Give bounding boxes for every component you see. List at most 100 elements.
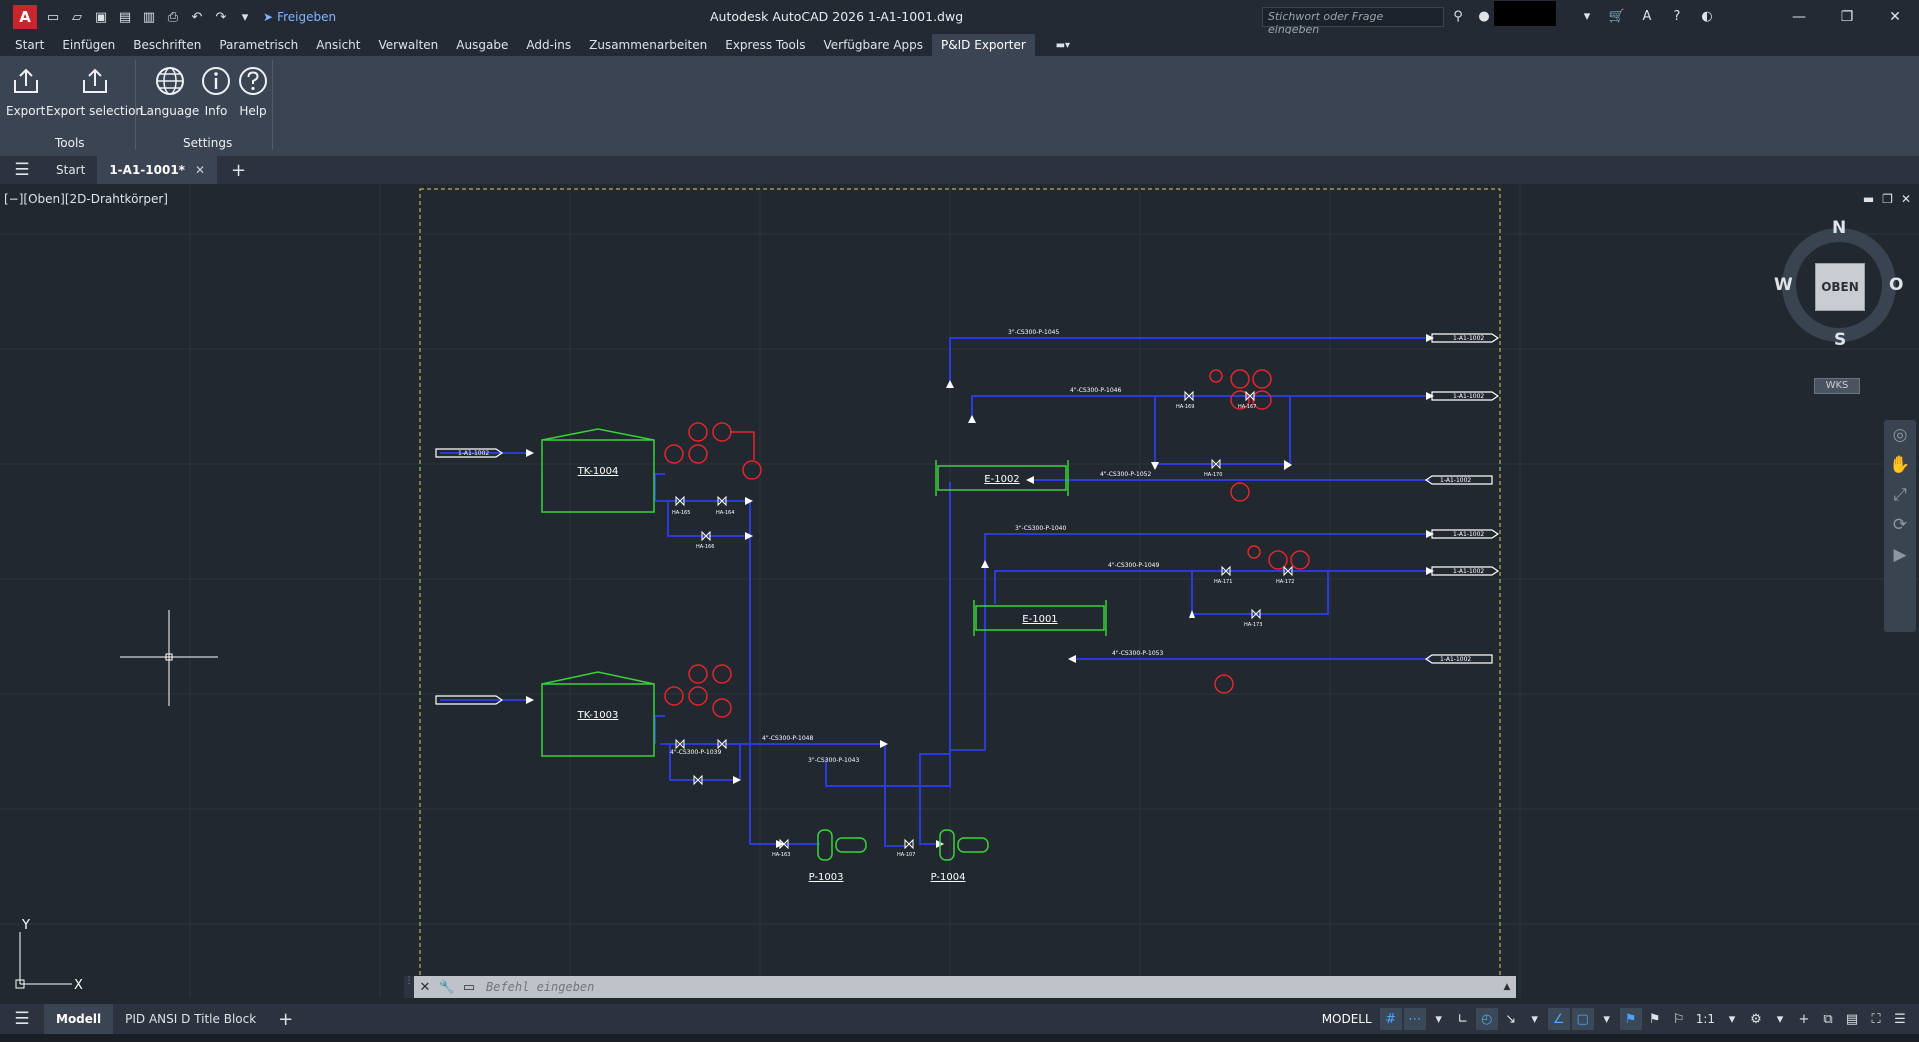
close-tab-icon[interactable]: ✕ <box>195 163 205 177</box>
restore-icon[interactable]: ❐ <box>1823 0 1871 34</box>
viewport-restore-icon[interactable]: ❐ <box>1882 192 1893 206</box>
community-icon[interactable]: ◐ <box>1696 5 1718 27</box>
user-icon[interactable]: ● <box>1474 5 1494 27</box>
new-file-icon[interactable]: ▭ <box>43 7 63 27</box>
export-label: Export <box>6 104 45 118</box>
share-button[interactable]: ➤ Freigeben <box>263 10 336 24</box>
tab-ansicht[interactable]: Ansicht <box>307 34 369 56</box>
units-icon[interactable]: ⧉ <box>1817 1008 1839 1030</box>
annotation-scale-value[interactable]: 1:1 <box>1692 1012 1719 1026</box>
command-line-grip-icon[interactable]: ⋮ <box>404 976 414 998</box>
redo-icon[interactable]: ↷ <box>211 7 231 27</box>
quick-properties-icon[interactable]: ▤ <box>1841 1008 1863 1030</box>
pump-p-1003[interactable] <box>818 830 866 860</box>
layout-tabs-menu-icon[interactable]: ☰ <box>0 1009 44 1029</box>
workspace-gear-icon[interactable]: ⚙ <box>1745 1008 1767 1030</box>
lineweight-icon[interactable]: ∠ <box>1548 1008 1570 1030</box>
clean-screen-icon[interactable]: ⛶ <box>1865 1008 1887 1030</box>
cart-icon[interactable]: 🛒 <box>1606 5 1628 27</box>
save-as-icon[interactable]: ▤ <box>115 7 135 27</box>
viewport-controls-label[interactable]: [−][Oben][2D-Drahtkörper] <box>4 192 168 206</box>
orbit-icon[interactable]: ⟳ <box>1884 510 1916 540</box>
tab-start[interactable]: Start <box>6 34 53 56</box>
compass-west[interactable]: W <box>1774 275 1793 295</box>
help-button[interactable]: Help <box>234 62 272 118</box>
tab-beschriften[interactable]: Beschriften <box>124 34 210 56</box>
export-selection-button[interactable]: Export selection <box>46 62 143 118</box>
help-search-input[interactable]: Stichwort oder Frage eingeben <box>1262 7 1444 27</box>
close-command-line-icon[interactable]: ✕ <box>414 980 436 995</box>
info-button[interactable]: Info <box>197 62 235 118</box>
tab-start-page[interactable]: Start <box>44 156 97 184</box>
pan-icon[interactable]: ✋ <box>1884 450 1916 480</box>
tab-active-drawing[interactable]: 1-A1-1001*✕ <box>97 156 217 184</box>
object-tracking-icon[interactable]: ▾ <box>1524 1008 1546 1030</box>
compass-east[interactable]: O <box>1889 275 1903 295</box>
workspace-dropdown-icon[interactable]: ▾ <box>1769 1008 1791 1030</box>
new-tab-icon[interactable]: + <box>231 160 246 181</box>
auto-scale-icon[interactable]: ⚑ <box>1644 1008 1666 1030</box>
ribbon-minimize-toggle-icon[interactable]: ▬▾ <box>1049 37 1077 53</box>
polar-tracking-icon[interactable]: ◴ <box>1476 1008 1498 1030</box>
steering-wheel-icon[interactable]: ◎ <box>1884 420 1916 450</box>
customize-icon[interactable]: 🔧 <box>436 980 458 995</box>
minimize-icon[interactable]: — <box>1775 0 1823 34</box>
pump-p-1004[interactable] <box>940 830 988 860</box>
command-history-icon[interactable]: ▲ <box>1498 982 1516 992</box>
tab-pid-exporter[interactable]: P&ID Exporter <box>932 34 1035 56</box>
tab-add-ins[interactable]: Add-ins <box>517 34 580 56</box>
drawing-viewport[interactable]: 1-A1-1002 1-A1-1002 1-A1-1002 1-A1-1002 … <box>0 184 1919 998</box>
open-folder-icon[interactable]: ▱ <box>67 7 87 27</box>
search-icon[interactable]: ⚲ <box>1448 5 1468 27</box>
osnap-dropdown-icon[interactable]: ▾ <box>1596 1008 1618 1030</box>
viewport-close-icon[interactable]: ✕ <box>1901 192 1911 206</box>
snap-dropdown-icon[interactable]: ▾ <box>1428 1008 1450 1030</box>
ucs-menu-button[interactable]: WKS <box>1814 378 1860 394</box>
tab-ausgabe[interactable]: Ausgabe <box>447 34 517 56</box>
snap-icon[interactable]: ⋯ <box>1404 1008 1426 1030</box>
viewcube-top-face[interactable]: OBEN <box>1815 263 1865 311</box>
model-space-button[interactable]: MODELL <box>1316 1008 1378 1030</box>
viewcube[interactable]: OBEN N S W O <box>1774 220 1904 350</box>
export-button[interactable]: Export <box>6 62 45 118</box>
recent-commands-icon[interactable]: ▭ <box>458 980 480 995</box>
showmotion-icon[interactable]: ▶ <box>1884 540 1916 570</box>
web-save-icon[interactable]: ▥ <box>139 7 159 27</box>
tab-einfuegen[interactable]: Einfügen <box>53 34 124 56</box>
account-dropdown-icon[interactable]: ▾ <box>1576 5 1598 27</box>
pid-drawing[interactable]: 1-A1-1002 1-A1-1002 1-A1-1002 1-A1-1002 … <box>0 184 1919 998</box>
help-icon[interactable]: ? <box>1666 5 1688 27</box>
plot-icon[interactable]: ⎙ <box>163 7 183 27</box>
tab-express-tools[interactable]: Express Tools <box>716 34 814 56</box>
zoom-extents-icon[interactable]: ⤢ <box>1884 480 1916 510</box>
scale-dropdown-icon[interactable]: ▾ <box>1721 1008 1743 1030</box>
layout-tab-model[interactable]: Modell <box>44 1004 113 1034</box>
ortho-icon[interactable]: ∟ <box>1452 1008 1474 1030</box>
language-button[interactable]: Language <box>140 62 199 118</box>
viewport-minimize-icon[interactable]: ▬ <box>1863 192 1874 206</box>
close-icon[interactable]: ✕ <box>1871 0 1919 34</box>
add-layout-icon[interactable]: + <box>278 1009 293 1030</box>
group-tools-label: Tools <box>55 136 85 150</box>
annotation-scale-icon[interactable]: ⚐ <box>1668 1008 1690 1030</box>
customize-qat-icon[interactable]: ▾ <box>235 7 255 27</box>
save-icon[interactable]: ▣ <box>91 7 111 27</box>
undo-icon[interactable]: ↶ <box>187 7 207 27</box>
isometric-icon[interactable]: ↘ <box>1500 1008 1522 1030</box>
file-tabs-menu-icon[interactable]: ☰ <box>0 160 44 180</box>
command-input[interactable] <box>480 978 1498 996</box>
tab-verfuegbare-apps[interactable]: Verfügbare Apps <box>814 34 932 56</box>
autodesk-app-icon[interactable]: A <box>1636 5 1658 27</box>
annotation-visibility-icon[interactable]: ⚑ <box>1620 1008 1642 1030</box>
tab-verwalten[interactable]: Verwalten <box>370 34 448 56</box>
tab-parametrisch[interactable]: Parametrisch <box>210 34 307 56</box>
object-snap-icon[interactable]: ▢ <box>1572 1008 1594 1030</box>
autocad-logo-icon[interactable]: A <box>13 5 37 29</box>
tab-zusammenarbeiten[interactable]: Zusammenarbeiten <box>580 34 716 56</box>
compass-south[interactable]: S <box>1834 330 1846 350</box>
customization-icon[interactable]: ☰ <box>1889 1008 1911 1030</box>
compass-north[interactable]: N <box>1832 218 1846 238</box>
grid-icon[interactable]: # <box>1380 1008 1402 1030</box>
layout-tab-title-block[interactable]: PID ANSI D Title Block <box>113 1004 268 1034</box>
annotation-monitor-icon[interactable]: + <box>1793 1008 1815 1030</box>
